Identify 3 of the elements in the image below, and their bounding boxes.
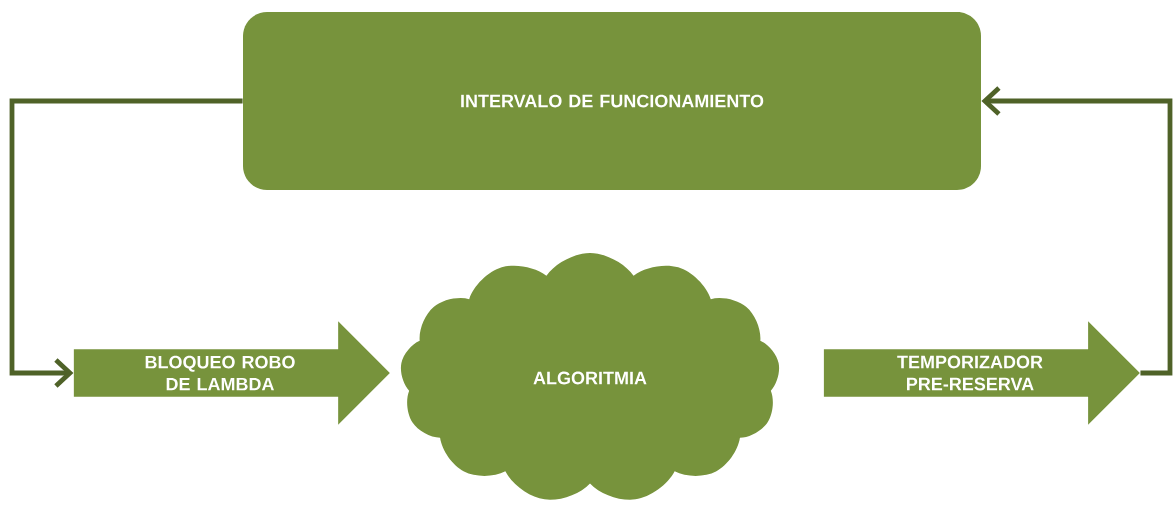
rounded-box: INTERVALO DE FUNCIONAMIENTO (243, 12, 981, 190)
connector-arrow (9, 98, 243, 388)
connector-arrow (981, 86, 1173, 376)
